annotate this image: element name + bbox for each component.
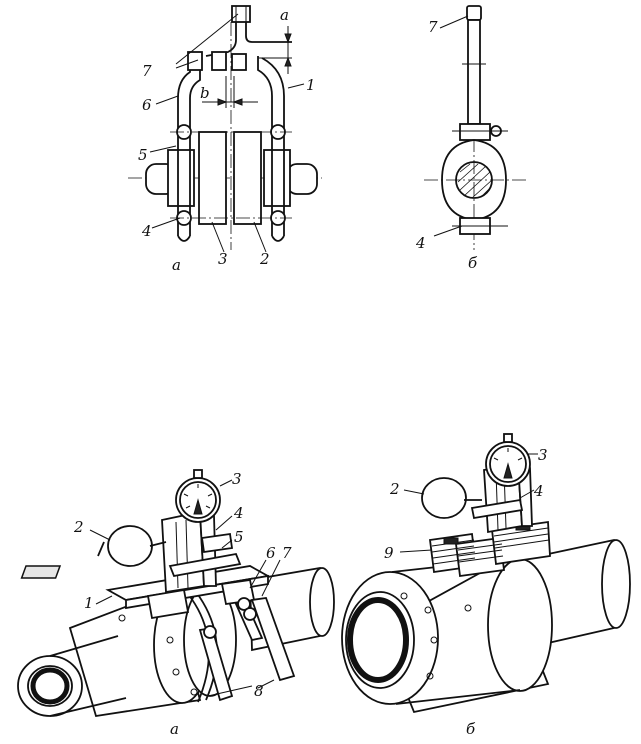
callout-5-bottom-a: 5	[234, 528, 244, 546]
callout-4-bottom-a: 4	[233, 504, 244, 522]
rod-b	[467, 19, 481, 125]
bottom-view-b: 3 2 4 9 б	[341, 433, 631, 738]
callout-6: 6	[142, 96, 152, 114]
flange-b	[341, 571, 439, 705]
callout-3-bottom-b: 3	[538, 446, 548, 464]
clamp-ring-b	[441, 139, 507, 221]
arm-6-outer	[177, 56, 191, 124]
caption-bottom-b: б	[466, 720, 476, 738]
callout-7: 7	[142, 62, 152, 80]
shim-stack-9	[428, 520, 551, 578]
callout-3: 3	[218, 250, 228, 268]
callout-2-bottom-b: 2	[389, 480, 400, 498]
caption-bottom-a: а	[170, 720, 179, 738]
arm-6-bottom	[177, 235, 191, 242]
top-view-b: 7 4 б	[415, 5, 526, 272]
hub-right	[263, 149, 291, 207]
callout-2: 2	[259, 250, 270, 268]
arm-1-bottom	[271, 235, 285, 242]
callout-7-bottom-a: 7	[282, 544, 292, 562]
shaft-right-end	[286, 163, 318, 195]
bottom-view-a: 3 2 4 5 6 7 1 8 а	[17, 469, 335, 738]
callout-1-bottom-a: 1	[84, 594, 94, 612]
caption-top-b: б	[468, 254, 478, 272]
dim-b-label: b	[200, 84, 210, 102]
callout-4: 4	[141, 222, 152, 240]
callout-4-bottom-b: 4	[533, 482, 544, 500]
screw-7-head-b	[466, 5, 482, 21]
top-bar	[205, 22, 237, 57]
callout-9-bottom-b: 9	[384, 544, 394, 562]
screw-7-head	[231, 5, 251, 23]
callout-7-b: 7	[428, 18, 438, 36]
arm-1-inner	[261, 57, 285, 124]
top-bar-right	[245, 22, 292, 43]
clamp-top-b	[459, 123, 491, 141]
callout-6-bottom-a: 6	[266, 544, 276, 562]
half-coupling-3	[198, 131, 227, 225]
arm-6-inner	[189, 56, 201, 124]
arm-1-outer	[257, 56, 273, 124]
top-view-a: a b 7 1 6 5 4 3 2 а	[128, 5, 322, 274]
callout-4-b: 4	[415, 234, 426, 252]
screw-7-tip	[231, 53, 247, 71]
callout-2-bottom-a: 2	[73, 518, 84, 536]
indicator-2-b	[421, 477, 467, 519]
dim-a-label: a	[280, 6, 289, 24]
indicator-2-a	[107, 525, 153, 567]
screw-7-mid	[211, 51, 227, 71]
callout-1: 1	[306, 76, 316, 94]
half-coupling-2	[233, 131, 262, 225]
callout-5: 5	[138, 146, 148, 164]
callout-8-bottom-a: 8	[254, 682, 264, 700]
column-a	[161, 510, 205, 594]
callout-3-bottom-a: 3	[232, 470, 242, 488]
caption-top-a: а	[172, 256, 181, 274]
